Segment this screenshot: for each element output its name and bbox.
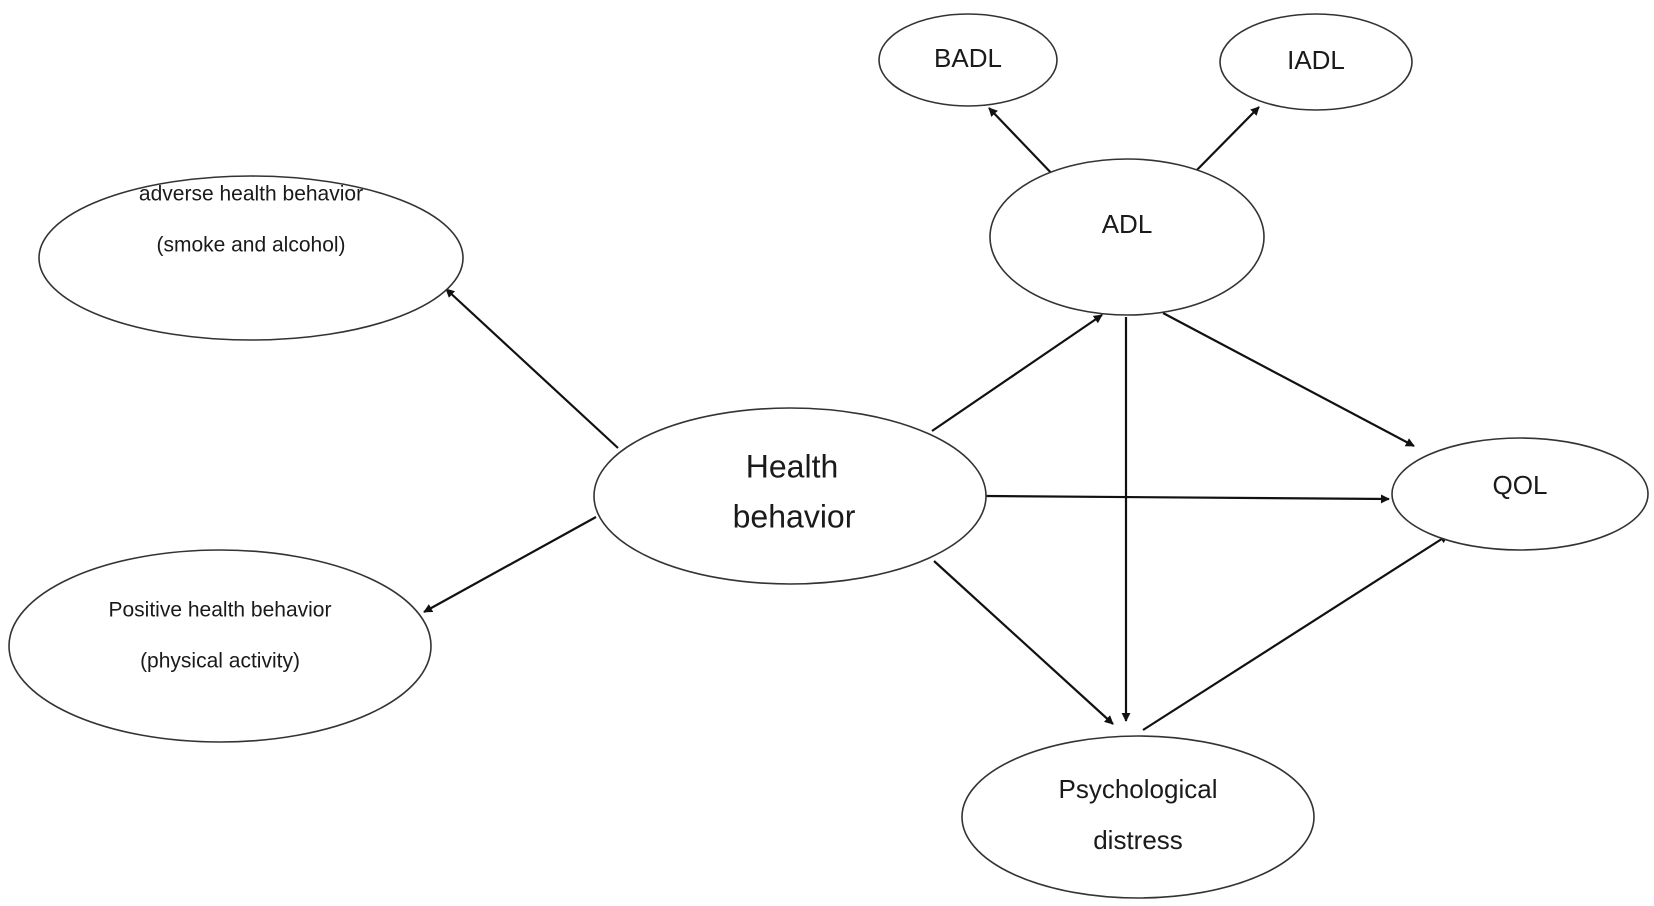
node-iadl-shape [1219,13,1413,111]
node-adverse-line-2: (smoke and alcohol) [156,234,345,257]
node-distress-line-1: Psychological [1059,774,1218,804]
node-health-shape [593,407,987,585]
node-positive-line-1: Positive health behavior [109,599,332,622]
edge-adl-to-badl [988,107,1057,179]
node-iadl-label: IADL [1287,45,1345,75]
node-badl-shape [878,13,1058,107]
edge-adl-to-iadl [1190,106,1260,177]
node-health-line-2: behavior [733,498,856,534]
node-qol-shape [1391,437,1649,551]
node-distress-line-2: distress [1093,825,1183,855]
node-adverse-shape [38,175,464,341]
node-adl-shape [989,158,1265,316]
node-qol: QOL [1391,437,1649,551]
node-distress-shape [961,735,1315,899]
node-health-behavior: Health behavior [593,407,987,585]
node-adverse-line-1: adverse health behavior [139,183,363,206]
node-psychological-distress: Psychological distress [961,735,1315,899]
node-health-line-1: Health [746,448,839,484]
node-iadl: IADL [1219,13,1413,111]
node-adverse-health-behavior: adverse health behavior (smoke and alcoh… [38,175,464,341]
edge-health-to-positive [423,516,597,613]
edge-layer [423,106,1449,731]
node-adl-label: ADL [1102,209,1153,239]
edge-health-to-adl [931,314,1103,432]
node-badl: BADL [878,13,1058,107]
edge-health-to-qol [985,494,1390,504]
edge-adl-to-qol [1162,312,1415,447]
edge-health-to-adverse [445,288,619,449]
node-positive-health-behavior: Positive health behavior (physical activ… [8,549,432,743]
node-badl-label: BADL [934,43,1002,73]
node-positive-shape [8,549,432,743]
edge-health-to-distress [933,560,1114,725]
node-qol-label: QOL [1493,470,1548,500]
edge-distress-to-qol [1142,534,1449,731]
node-layer: adverse health behavior (smoke and alcoh… [8,13,1649,899]
node-positive-line-2: (physical activity) [140,650,300,673]
node-adl: ADL [989,158,1265,316]
